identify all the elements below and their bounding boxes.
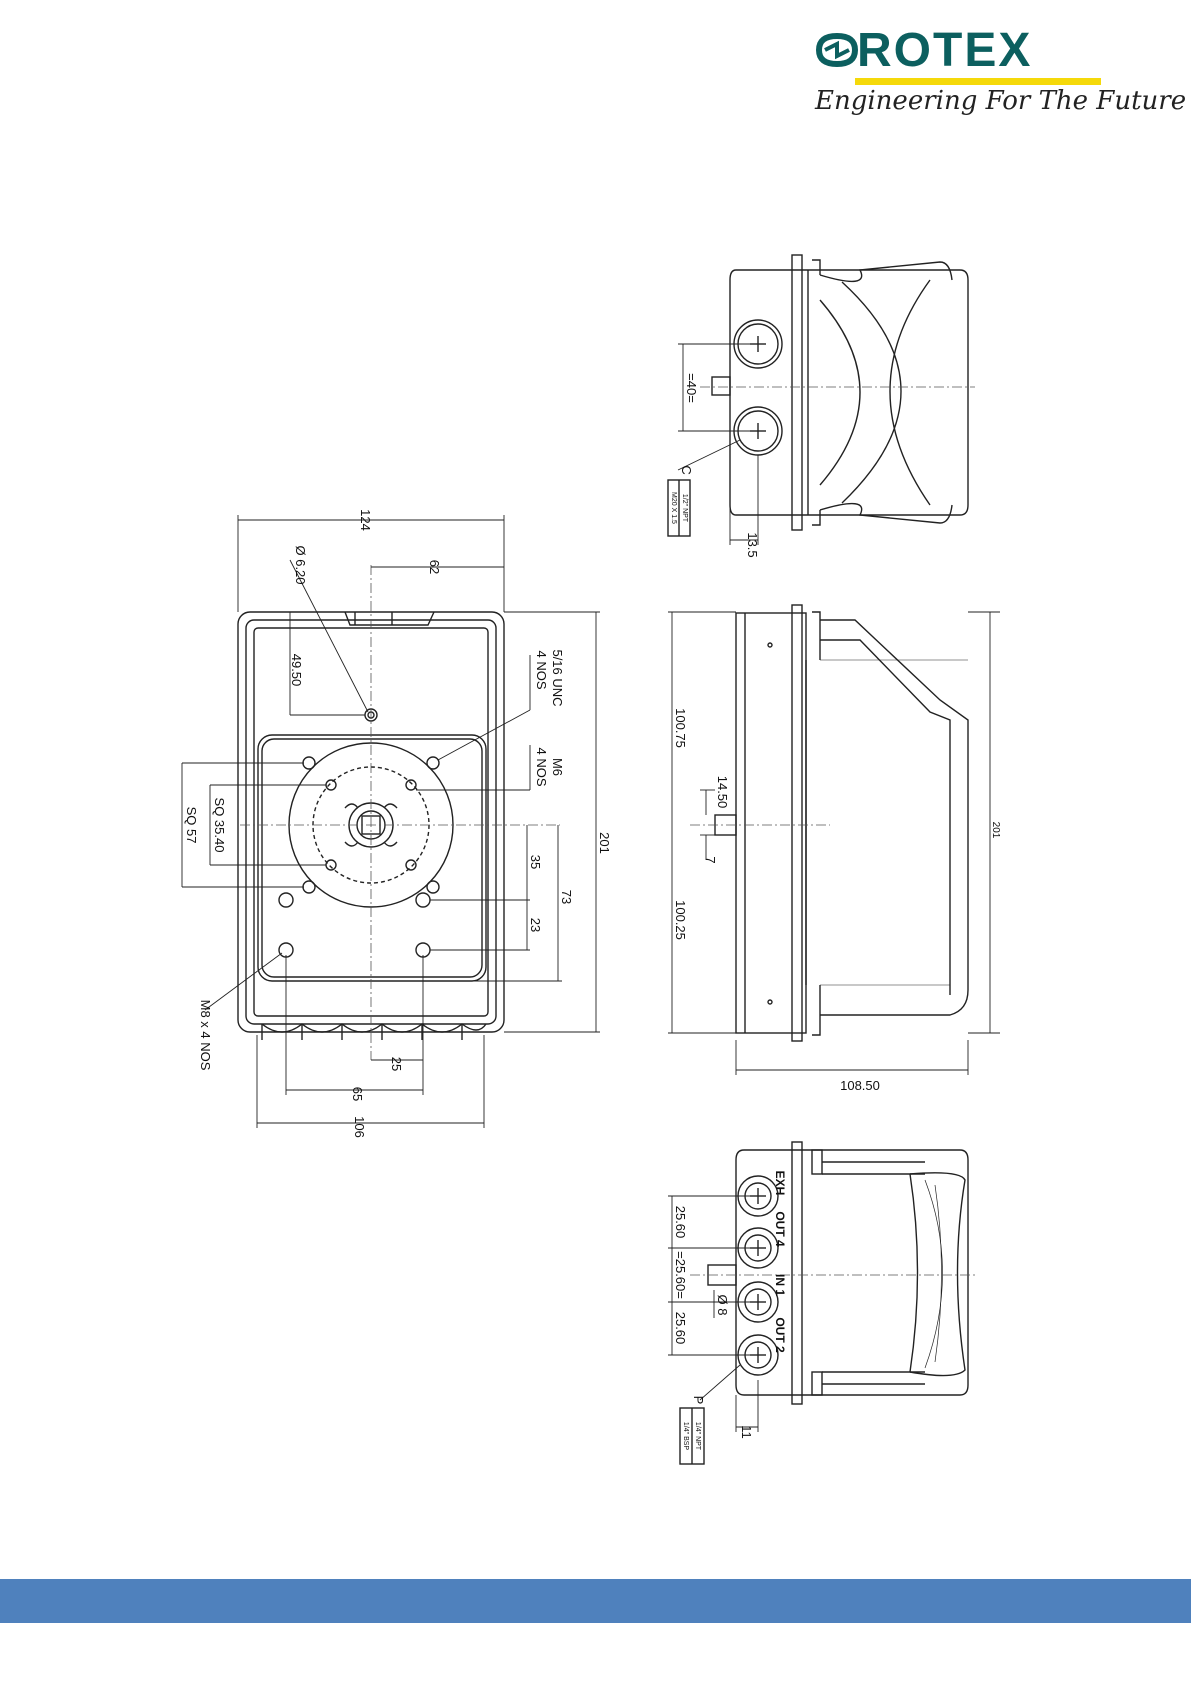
top-view [668, 255, 975, 545]
front-height-label: 201 [597, 832, 612, 854]
port-exh-label: EXH [773, 1171, 787, 1196]
side-total-label: 201 [990, 822, 1001, 839]
front-hole-offset-label: 49.50 [289, 654, 304, 687]
front-sq-large-label: SQ 57 [184, 807, 199, 844]
side-view [668, 605, 1000, 1075]
bottom-offset-label: 11 [739, 1425, 754, 1439]
bottom-pitch1-label: 25.60 [673, 1206, 688, 1239]
front-d65-label: 65 [350, 1087, 365, 1101]
side-lower-label: 100.25 [673, 900, 688, 940]
front-sq-small-label: SQ 35.40 [212, 798, 227, 853]
front-d23-label: 23 [528, 918, 543, 932]
top-marker-label: C [679, 465, 694, 474]
side-depth-label: 108.50 [840, 1078, 880, 1093]
bottom-dia-label: Ø 8 [715, 1295, 730, 1316]
top-npt-label: 1/2" NPT [681, 494, 688, 523]
front-hole-dia-label: Ø 6.20 [293, 545, 308, 584]
bottom-pitch3-label: 25.60 [673, 1312, 688, 1345]
front-width-label: 124 [358, 509, 373, 531]
front-view [182, 515, 600, 1128]
front-thread-m6-label: M6 [550, 758, 565, 776]
front-m8-label: M8 x 4 NOS [198, 1000, 213, 1071]
port-out4-label: OUT 4 [773, 1211, 787, 1247]
bottom-view [668, 1142, 975, 1464]
front-d73-label: 73 [559, 890, 574, 904]
side-shaft-w-label: 7 [703, 856, 718, 863]
top-offset-label: 13.5 [745, 532, 760, 557]
port-out2-label: OUT 2 [773, 1317, 787, 1353]
front-half-width-label: 62 [427, 560, 442, 574]
top-metric-label: M20 X 1.5 [670, 492, 677, 524]
front-d25-label: 25 [389, 1057, 404, 1071]
front-d106-label: 106 [352, 1116, 367, 1138]
bottom-marker-label: P [691, 1396, 706, 1405]
footer-band [0, 1579, 1191, 1623]
top-spacing-label: =40= [684, 373, 699, 403]
side-upper-label: 100.75 [673, 708, 688, 748]
front-d35-label: 35 [528, 855, 543, 869]
side-shaft-h-label: 14.50 [715, 776, 730, 809]
front-thread-top-qty-label: 4 NOS [534, 650, 549, 689]
bottom-bsp-label: 1/4" BSP [682, 1422, 689, 1450]
bottom-pitch2-label: =25.60= [673, 1251, 688, 1299]
front-thread-m6-qty-label: 4 NOS [534, 747, 549, 786]
port-in1-label: IN 1 [773, 1274, 787, 1296]
front-thread-top-label: 5/16 UNC [550, 649, 565, 706]
bottom-npt-label: 1/4" NPT [694, 1422, 701, 1451]
